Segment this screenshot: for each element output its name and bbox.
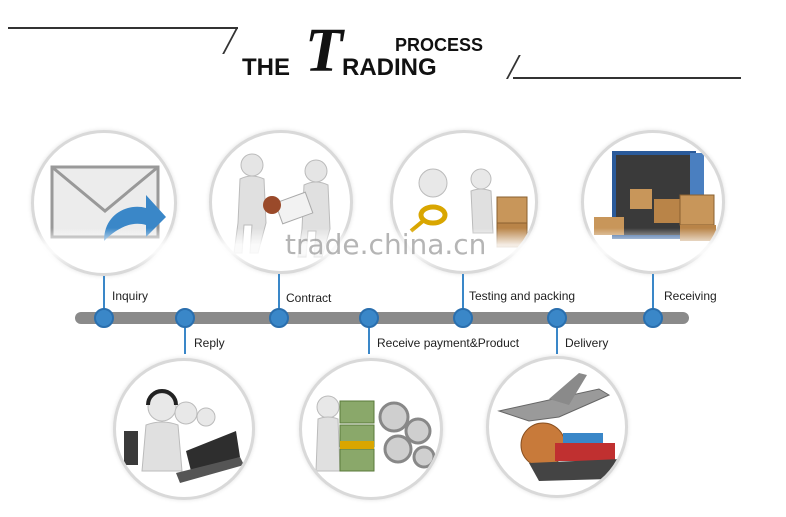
node-contract [269, 308, 289, 328]
plane-ship-globe-icon [497, 373, 621, 481]
magnifier-boxes-icon [409, 168, 528, 248]
label-reply: Reply [194, 336, 225, 350]
title-slash-right [506, 55, 521, 79]
node-inquiry [94, 308, 114, 328]
title-rading: RADING [342, 54, 437, 81]
call-center-icon [124, 389, 244, 483]
stem-inquiry [103, 276, 105, 312]
label-contract: Contract [286, 291, 332, 305]
blur-band [20, 228, 740, 270]
stem-receiving [652, 274, 654, 312]
node-receiving [643, 308, 663, 328]
label-inquiry: Inquiry [112, 289, 149, 303]
label-testing: Testing and packing [469, 289, 576, 303]
envelope-icon [50, 165, 166, 241]
payment-product-image [299, 358, 443, 500]
stem-testing [462, 274, 464, 312]
label-receiving: Receiving [664, 289, 717, 303]
watermark-text: trade.china.cn [285, 228, 487, 261]
timeline-bar [75, 312, 689, 324]
node-testing [453, 308, 473, 328]
stem-delivery [556, 324, 558, 354]
node-payment [359, 308, 379, 328]
title-big-t: T [305, 17, 343, 85]
node-delivery [547, 308, 567, 328]
title-process: PROCESS [395, 35, 484, 55]
title-rule-right [513, 77, 741, 79]
label-delivery: Delivery [565, 336, 609, 350]
stem-contract [278, 274, 280, 312]
stem-payment [368, 324, 370, 354]
title-slash-left [222, 28, 238, 54]
money-gears-icon [315, 395, 436, 472]
title-rule-left [8, 27, 238, 29]
reply-image [113, 358, 255, 500]
delivery-image [486, 356, 628, 498]
stem-reply [184, 324, 186, 354]
title-the: THE [242, 54, 290, 81]
label-payment: Receive payment&Product [377, 336, 520, 350]
node-reply [175, 308, 195, 328]
